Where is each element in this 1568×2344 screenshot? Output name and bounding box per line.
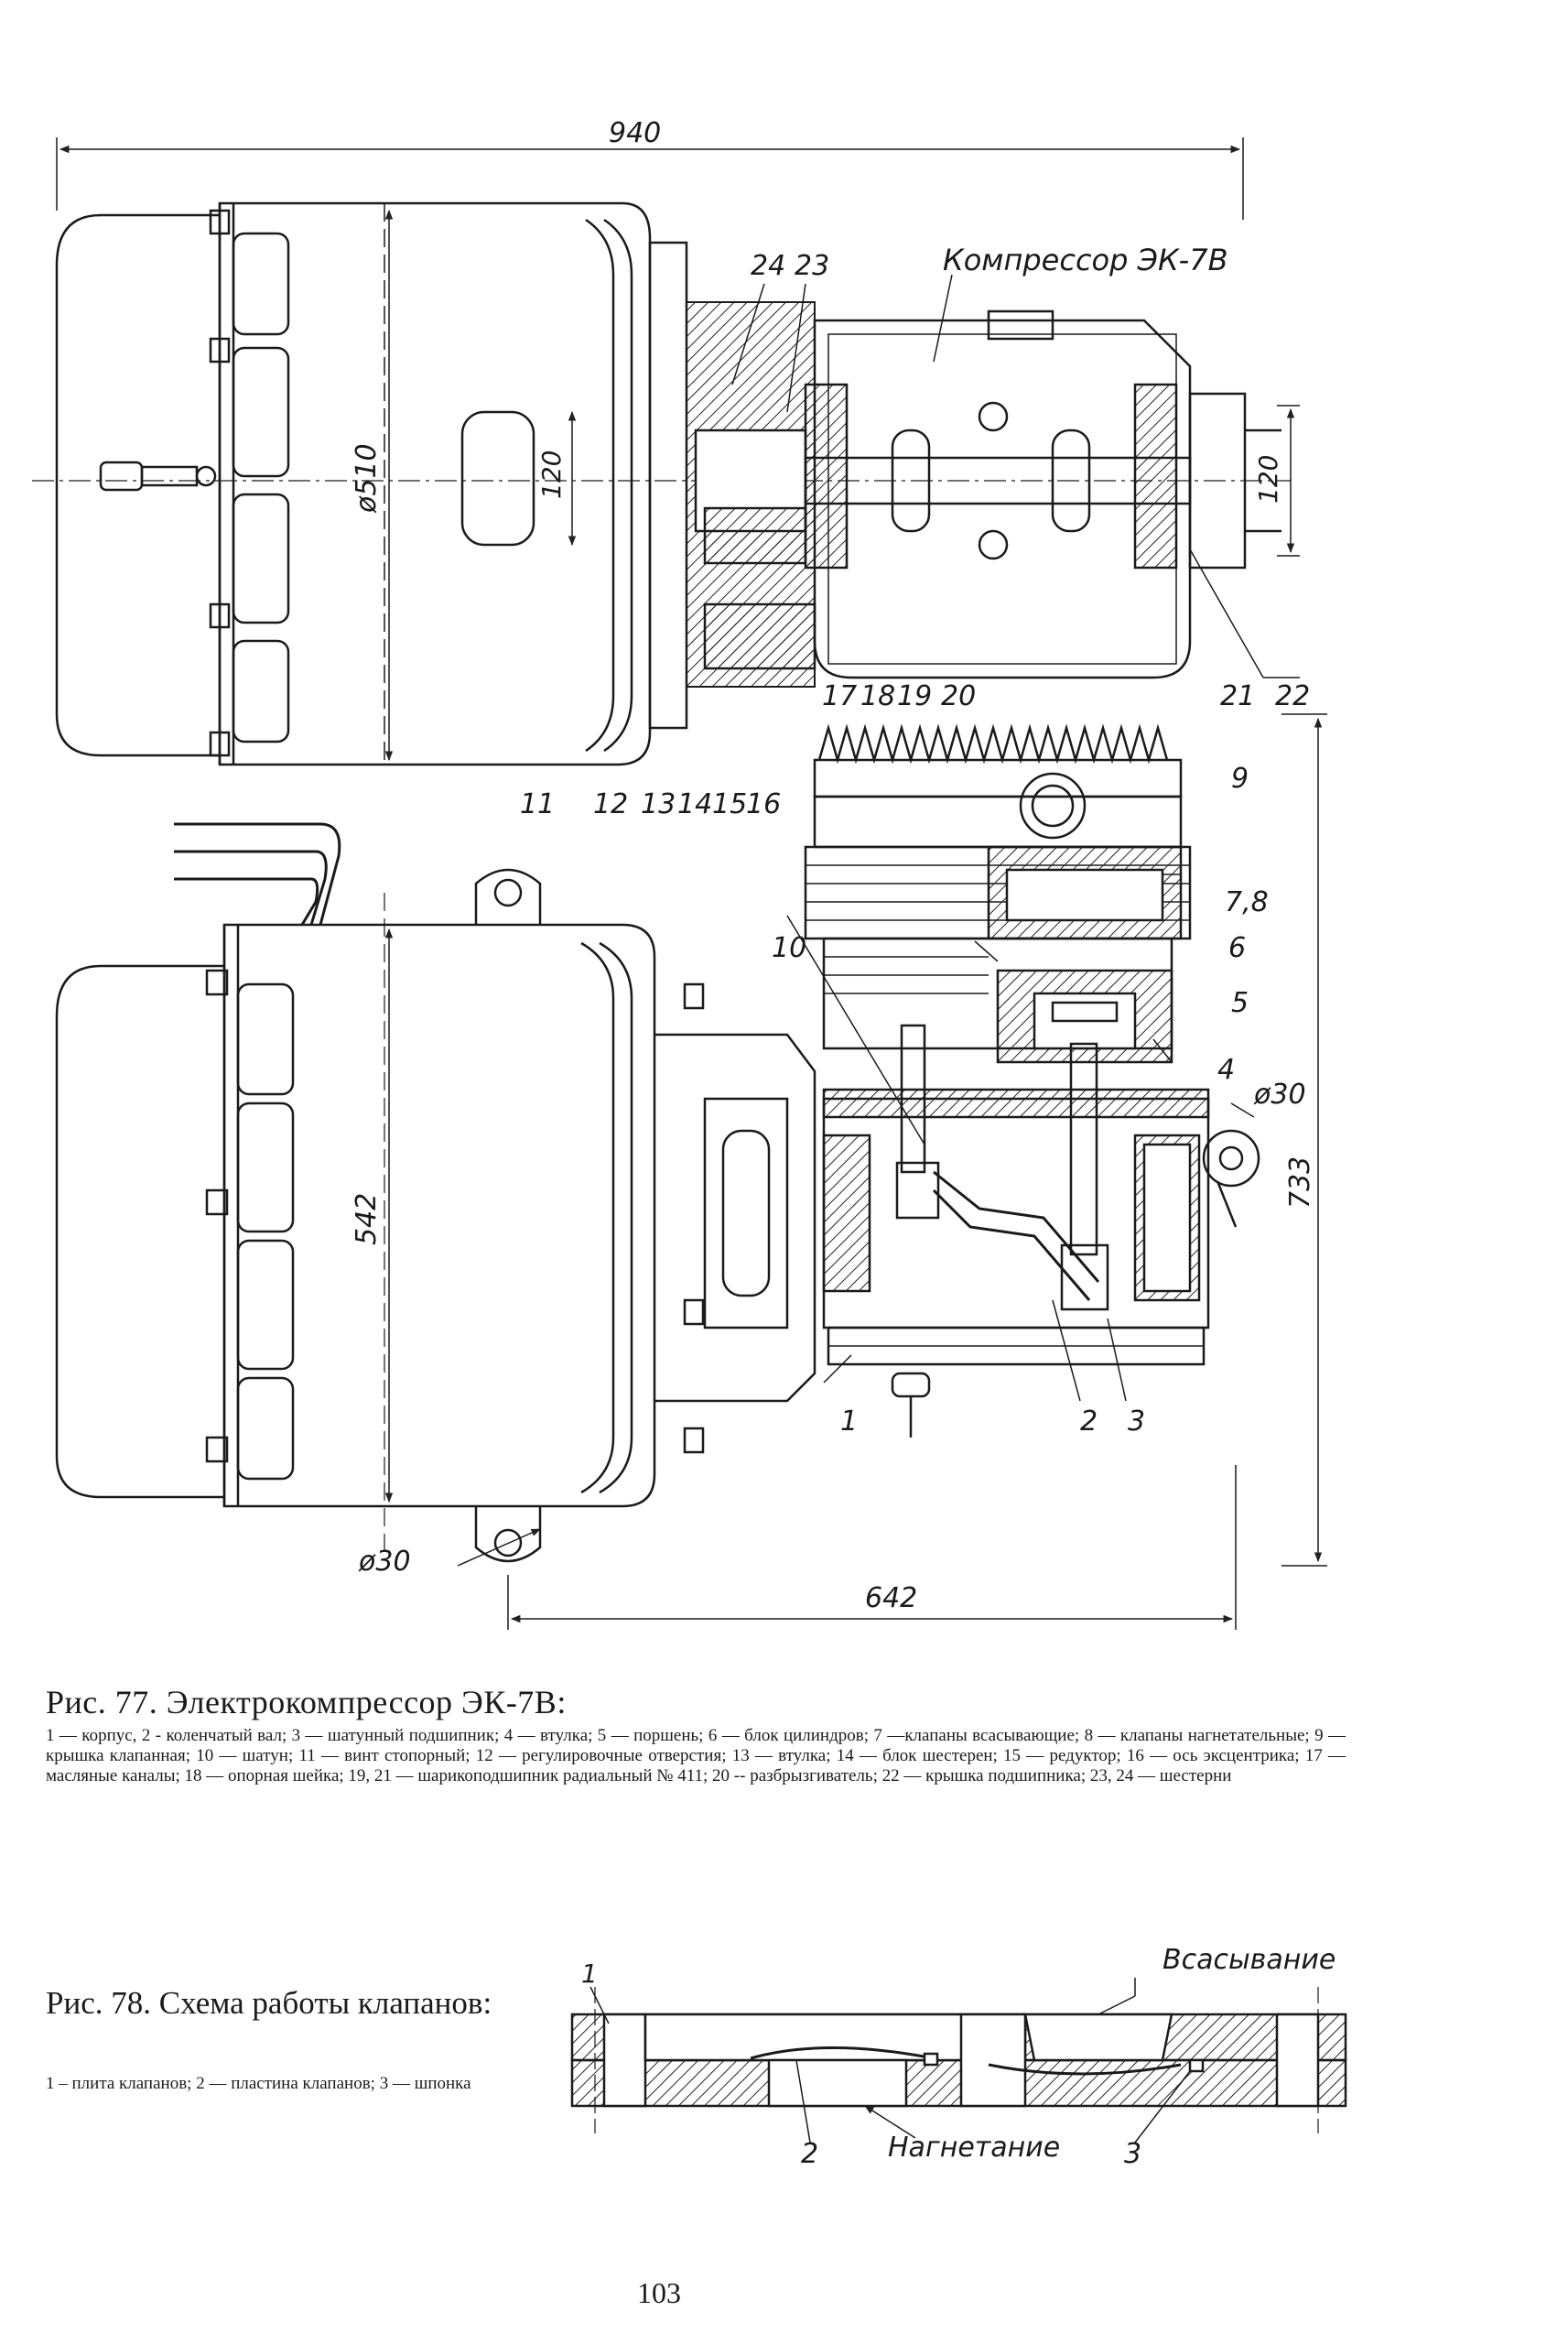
callout-11: 11 [520,788,555,820]
dim-30-bottom: ø30 [358,1546,411,1578]
callout-18: 18 [860,680,895,712]
dim-120-right: 120 [1253,455,1283,504]
suction-label: Всасывание [1162,1944,1336,1976]
callout-10: 10 [772,932,806,964]
callout-24: 24 [751,250,785,282]
callout-20: 20 [941,680,976,712]
callout-2: 2 [1080,1405,1098,1438]
figure-78-legend: 1 – плита клапанов; 2 — пластина клапано… [46,2074,471,2093]
compressor-label: Компрессор ЭК-7В [943,243,1228,277]
fig78-callout-2: 2 [801,2138,818,2170]
discharge-label: Нагнетание [888,2132,1060,2164]
dim-510: ø510 [351,443,383,514]
callout-9: 9 [1231,763,1249,795]
fig78-callout-1: 1 [581,1959,598,1989]
figure-78-title: Рис. 78. Схема работы клапанов: [46,1985,492,2021]
callout-4: 4 [1217,1054,1235,1086]
callout-6: 6 [1228,932,1246,964]
callout-14: 14 [677,788,712,820]
dim-940: 940 [609,117,661,149]
callout-21: 21 [1220,680,1255,712]
callout-3: 3 [1128,1405,1145,1438]
figure-77-legend: 1 — корпус, 2 - коленчатый вал; 3 — шату… [46,1726,1346,1785]
callout-7-8: 7,8 [1225,886,1269,918]
callout-19: 19 [897,680,932,712]
dim-642: 642 [865,1582,917,1614]
page-number: 103 [637,2276,681,2309]
figure-77-drawing: 940 ø510 120 120 542 733 642 ø30 ø30 Ком… [32,117,1327,1630]
callout-5: 5 [1231,987,1249,1019]
callout-15: 15 [712,788,747,820]
callout-1: 1 [840,1405,858,1438]
callout-13: 13 [641,788,676,820]
callout-22: 22 [1275,680,1310,712]
callout-12: 12 [593,788,628,820]
dim-120-left: 120 [536,450,567,499]
callout-17: 17 [822,680,857,712]
fig78-callout-3: 3 [1124,2138,1141,2170]
callout-23: 23 [795,250,829,282]
dim-30-right: ø30 [1253,1079,1306,1111]
dim-733: 733 [1284,1156,1316,1209]
dim-542: 542 [351,1193,383,1245]
callout-16: 16 [746,788,781,820]
figure-77-title: Рис. 77. Электрокомпрессор ЭК-7В: [46,1684,567,1720]
